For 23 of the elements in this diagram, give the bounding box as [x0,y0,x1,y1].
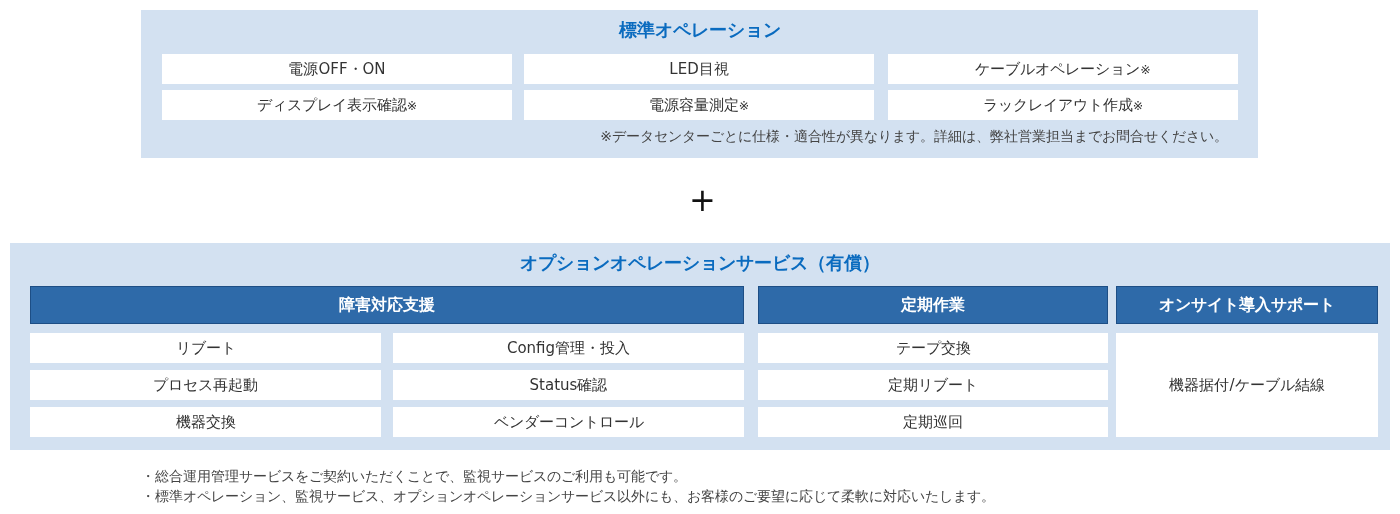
service-box: ベンダーコントロール [393,407,744,437]
service-box: 機器交換 [30,407,381,437]
category-header: 定期作業 [758,286,1108,324]
service-box: Status確認 [393,370,744,400]
note-text: ・標準オペレーション、監視サービス、オプションオペレーションサービス以外にも、お客様のご要望に応じて柔軟に対応いたします。 [141,488,995,506]
service-box: 電源OFF・ON [162,54,512,84]
footnote-text: ※データセンターごとに仕様・適合性が異なります。詳細は、弊社営業担当までお問合せください。 [600,128,1228,146]
service-box: LED目視 [524,54,874,84]
service-box: 定期リブート [758,370,1108,400]
panel-title: オプションオペレーションサービス（有償） [519,251,881,275]
category-header: オンサイト導入サポート [1116,286,1378,324]
note-text: ・総合運用管理サービスをご契約いただくことで、監視サービスのご利用も可能です。 [141,468,687,486]
service-box: Config管理・投入 [393,333,744,363]
service-panel [141,10,1258,158]
service-box: プロセス再起動 [30,370,381,400]
plus-sign: + [689,182,716,218]
service-panel [10,243,1390,450]
service-box: テープ交換 [758,333,1108,363]
service-box: リブート [30,333,381,363]
service-box: 定期巡回 [758,407,1108,437]
panel-title: 標準オペレーション [617,18,782,42]
category-header: 障害対応支援 [30,286,744,324]
service-box: 機器据付/ケーブル結線 [1116,333,1378,437]
